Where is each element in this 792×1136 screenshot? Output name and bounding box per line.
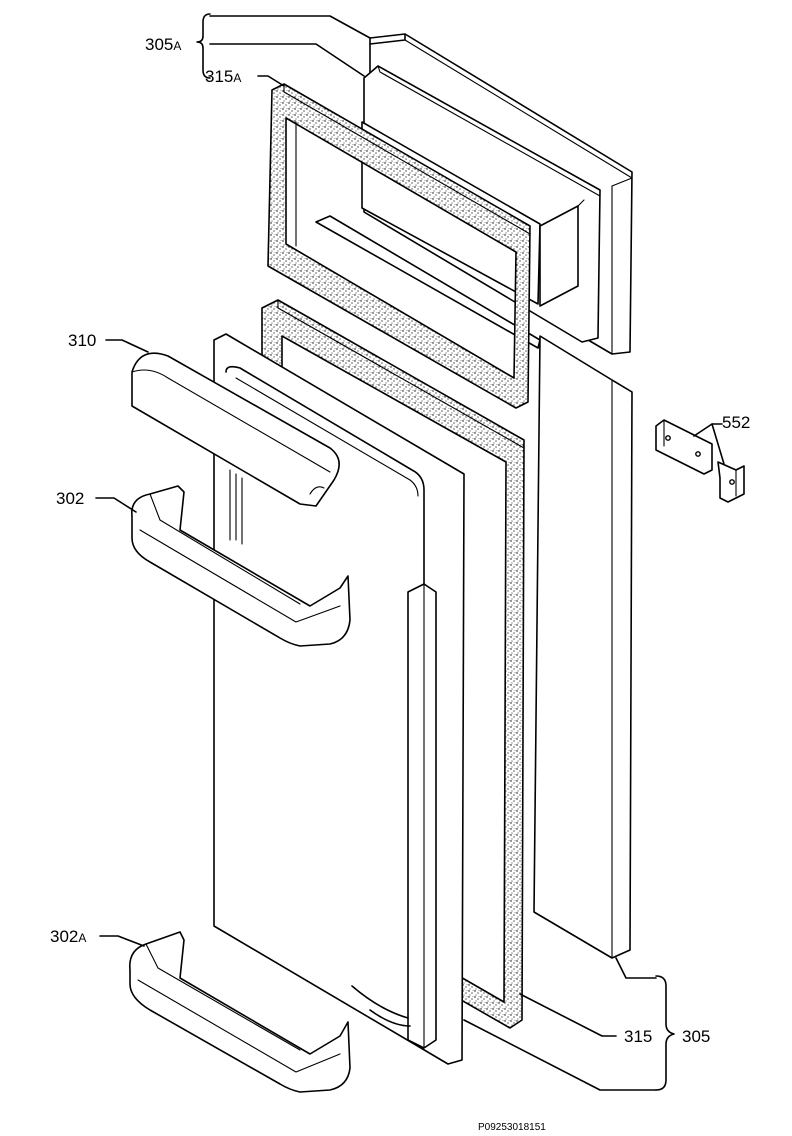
label-552: 552 bbox=[722, 413, 750, 432]
fridge-inner-liner bbox=[213, 333, 465, 1065]
label-302A: 302A bbox=[50, 927, 86, 946]
door-handle bbox=[131, 352, 340, 507]
label-315: 315 bbox=[624, 1027, 652, 1046]
callout-leaders bbox=[95, 13, 725, 1091]
label-302: 302 bbox=[56, 489, 84, 508]
label-315A: 315A bbox=[205, 67, 241, 86]
door-shelf-upper bbox=[131, 485, 351, 647]
drawing-code: P09253018151 bbox=[478, 1122, 546, 1133]
label-305: 305 bbox=[682, 1027, 710, 1046]
fridge-outer-door-panel bbox=[533, 335, 633, 959]
hinge-bracket bbox=[655, 419, 745, 503]
label-305A: 305A bbox=[145, 35, 181, 54]
label-310: 310 bbox=[68, 331, 96, 350]
